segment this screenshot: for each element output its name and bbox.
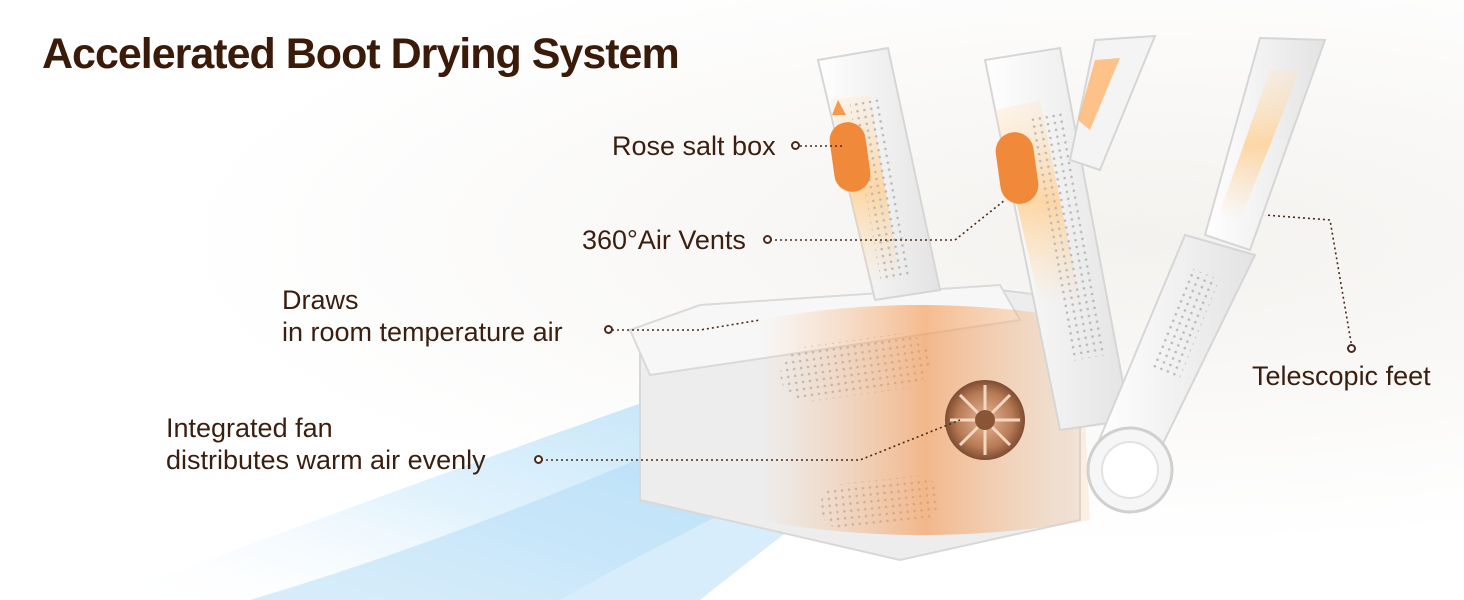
callout-label: 360°Air Vents — [582, 225, 746, 255]
page-title: Accelerated Boot Drying System — [42, 30, 680, 78]
callout-dot — [534, 455, 543, 464]
callout-label-line2: distributes warm air evenly — [166, 445, 486, 475]
callout-draws-air: Draws in room temperature air — [282, 284, 563, 348]
callout-dot — [1347, 344, 1356, 353]
callout-label: Telescopic feet — [1252, 361, 1431, 391]
callout-label-line1: Draws — [282, 285, 359, 315]
callout-dot — [604, 325, 613, 334]
callout-telescopic-feet: Telescopic feet — [1252, 360, 1431, 392]
callout-rose-salt-box: Rose salt box — [612, 130, 776, 162]
callout-dot — [763, 235, 772, 244]
rose-salt-box-graphic — [829, 122, 871, 192]
callout-dot — [791, 141, 800, 150]
callout-label: Rose salt box — [612, 131, 776, 161]
callout-integrated-fan: Integrated fan distributes warm air even… — [166, 412, 486, 476]
callout-air-vents: 360°Air Vents — [582, 224, 746, 256]
callout-label-line2: in room temperature air — [282, 317, 563, 347]
callout-label-line1: Integrated fan — [166, 413, 333, 443]
